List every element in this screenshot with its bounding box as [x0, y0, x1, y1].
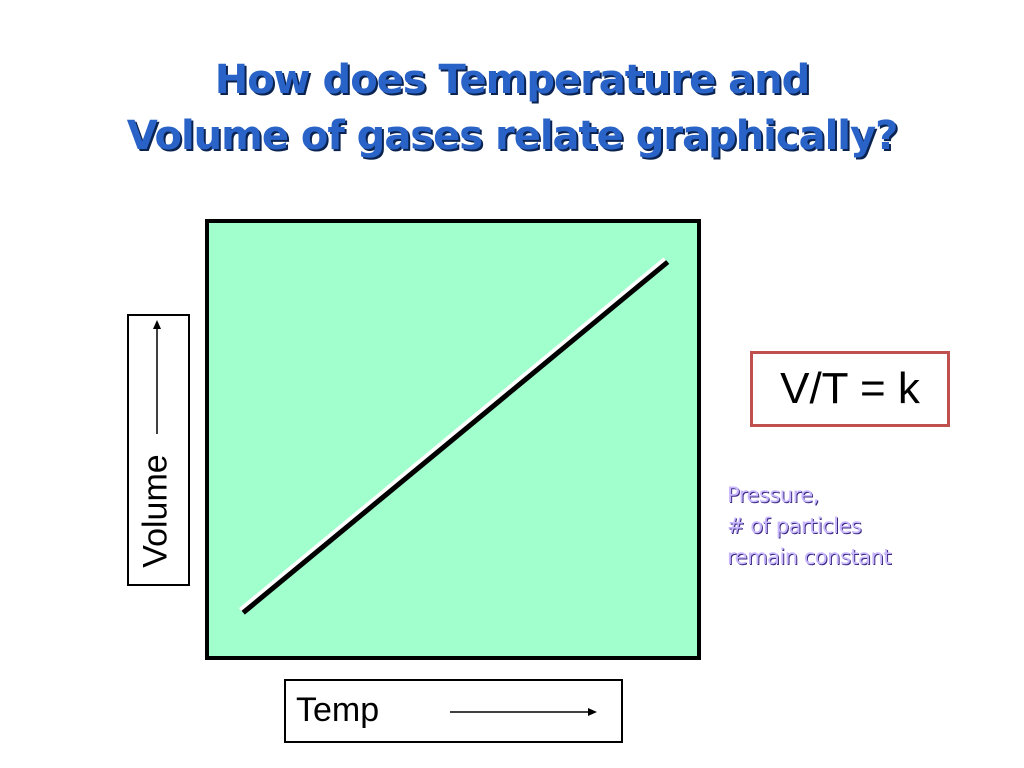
series-line-highlight — [238, 257, 666, 612]
y-axis-label: Volume — [136, 454, 175, 568]
slide-title-line-1: How does Temperature and — [214, 57, 811, 103]
constant-conditions-note: Pressure, # of particles remain constant — [727, 480, 892, 573]
x-axis-label-box — [284, 679, 623, 743]
note-line-3: remain constant — [727, 545, 892, 569]
x-axis-label: Temp — [296, 691, 380, 729]
slide-title: How does Temperature and Volume of gases… — [0, 52, 1024, 164]
slide-title-line-2: Volume of gases relate graphically? — [126, 113, 899, 159]
y-axis-arrow-icon — [153, 320, 161, 434]
note-line-1: Pressure, — [727, 483, 819, 507]
note-line-2: # of particles — [727, 514, 862, 538]
series-line-0 — [241, 260, 670, 615]
chart-svg — [238, 257, 670, 615]
formula-text: V/T = k — [780, 364, 920, 413]
x-axis-arrow-icon — [450, 708, 597, 716]
formula-box — [750, 351, 950, 427]
chart-plot-area — [205, 219, 701, 660]
y-axis-label-box — [127, 314, 190, 586]
